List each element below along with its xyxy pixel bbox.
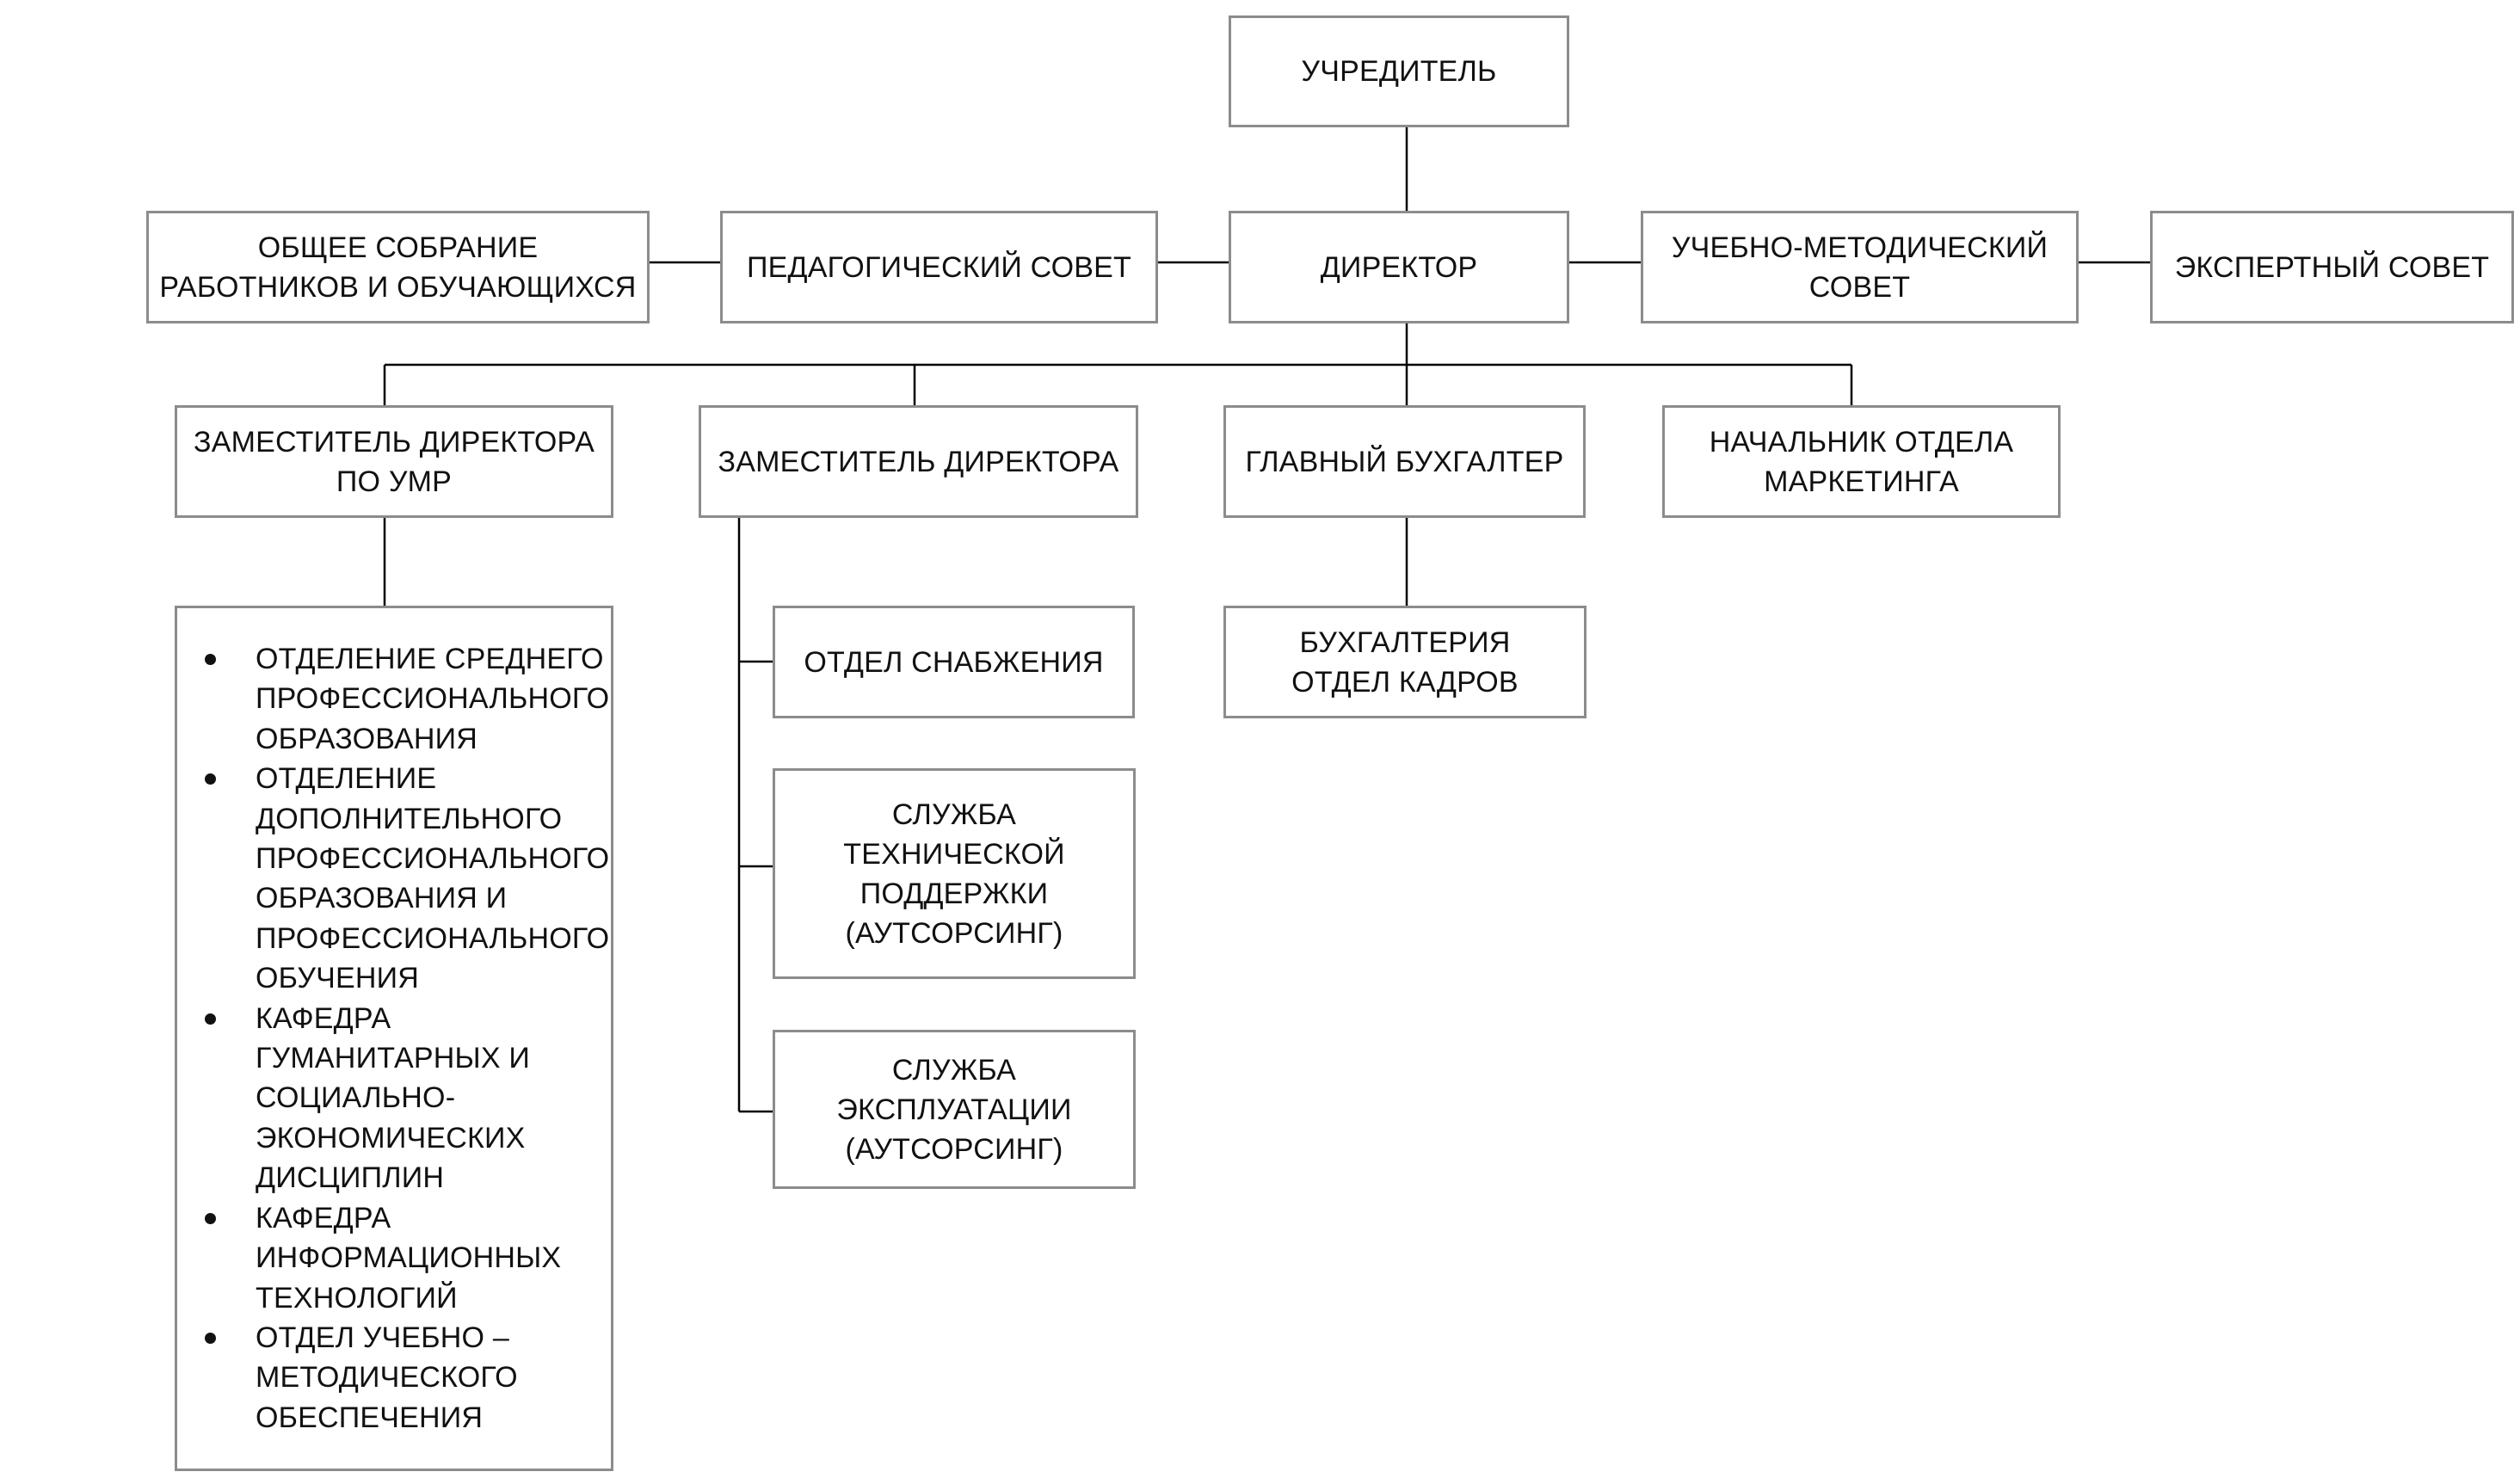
supply-box: ОТДЕЛ СНАБЖЕНИЯ (773, 606, 1135, 718)
bullet-icon (205, 1013, 216, 1025)
general-meeting-label: ОБЩЕЕ СОБРАНИЕ РАБОТНИКОВ И ОБУЧАЮЩИХСЯ (159, 231, 637, 304)
chief-accountant-label: ГЛАВНЫЙ БУХГАЛТЕР (1245, 445, 1564, 478)
list-item: ОТДЕЛ УЧЕБНО – МЕТОДИЧЕСКОГО ОБЕСПЕЧЕНИЯ (177, 1318, 609, 1438)
general-meeting-box: ОБЩЕЕ СОБРАНИЕ РАБОТНИКОВ И ОБУЧАЮЩИХСЯ (146, 211, 650, 323)
bullet-icon (205, 1332, 216, 1344)
founder-label: УЧРЕДИТЕЛЬ (1301, 55, 1497, 88)
list-item: ОТДЕЛЕНИЕ СРЕДНЕГО ПРОФЕССИОНАЛЬНОГО ОБР… (177, 639, 609, 759)
marketing-head-box: НАЧАЛЬНИК ОТДЕЛА МАРКЕТИНГА (1662, 405, 2061, 518)
umr-units-box: ОТДЕЛЕНИЕ СРЕДНЕГО ПРОФЕССИОНАЛЬНОГО ОБР… (175, 606, 613, 1471)
list-item: ОТДЕЛЕНИЕ ДОПОЛНИТЕЛЬНОГО ПРОФЕССИОНАЛЬН… (177, 759, 609, 998)
ped-council-box: ПЕДАГОГИЧЕСКИЙ СОВЕТ (720, 211, 1158, 323)
umr-unit-text: КАФЕДРА ГУМАНИТАРНЫХ И СОЦИАЛЬНО- ЭКОНОМ… (256, 1001, 531, 1195)
list-item: КАФЕДРА ИНФОРМАЦИОННЫХ ТЕХНОЛОГИЙ (177, 1198, 609, 1318)
umr-unit-text: ОТДЕЛ УЧЕБНО – МЕТОДИЧЕСКОГО ОБЕСПЕЧЕНИЯ (256, 1321, 518, 1434)
method-council-box: УЧЕБНО-МЕТОДИЧЕСКИЙ СОВЕТ (1641, 211, 2079, 323)
operations-box: СЛУЖБА ЭКСПЛУАТАЦИИ (АУТСОРСИНГ) (773, 1030, 1136, 1189)
deputy-umr-label: ЗАМЕСТИТЕЛЬ ДИРЕКТОРА ПО УМР (194, 425, 595, 498)
bullet-icon (205, 773, 216, 785)
operations-label: СЛУЖБА ЭКСПЛУАТАЦИИ (АУТСОРСИНГ) (836, 1053, 1072, 1166)
deputy-umr-box: ЗАМЕСТИТЕЛЬ ДИРЕКТОРА ПО УМР (175, 405, 613, 518)
expert-council-box: ЭКСПЕРТНЫЙ СОВЕТ (2150, 211, 2514, 323)
director-box: ДИРЕКТОР (1229, 211, 1569, 323)
list-item: КАФЕДРА ГУМАНИТАРНЫХ И СОЦИАЛЬНО- ЭКОНОМ… (177, 999, 609, 1198)
supply-label: ОТДЕЛ СНАБЖЕНИЯ (804, 645, 1104, 679)
ped-council-label: ПЕДАГОГИЧЕСКИЙ СОВЕТ (746, 250, 1131, 284)
bullet-icon (205, 654, 216, 665)
tech-support-label: СЛУЖБА ТЕХНИЧЕСКОЙ ПОДДЕРЖКИ (АУТСОРСИНГ… (843, 798, 1065, 950)
umr-unit-text: ОТДЕЛЕНИЕ СРЕДНЕГО ПРОФЕССИОНАЛЬНОГО ОБР… (256, 643, 610, 755)
founder-box: УЧРЕДИТЕЛЬ (1229, 15, 1569, 127)
umr-unit-text: ОТДЕЛЕНИЕ ДОПОЛНИТЕЛЬНОГО ПРОФЕССИОНАЛЬН… (256, 762, 610, 995)
expert-council-label: ЭКСПЕРТНЫЙ СОВЕТ (2174, 250, 2490, 284)
accounting-hr-box: БУХГАЛТЕРИЯ ОТДЕЛ КАДРОВ (1223, 606, 1587, 718)
umr-unit-text: КАФЕДРА ИНФОРМАЦИОННЫХ ТЕХНОЛОГИЙ (256, 1201, 562, 1315)
director-label: ДИРЕКТОР (1320, 250, 1478, 284)
method-council-label: УЧЕБНО-МЕТОДИЧЕСКИЙ СОВЕТ (1671, 231, 2049, 304)
marketing-head-label: НАЧАЛЬНИК ОТДЕЛА МАРКЕТИНГА (1709, 425, 2014, 498)
tech-support-box: СЛУЖБА ТЕХНИЧЕСКОЙ ПОДДЕРЖКИ (АУТСОРСИНГ… (773, 768, 1136, 979)
accounting-hr-label: БУХГАЛТЕРИЯ ОТДЕЛ КАДРОВ (1291, 625, 1519, 699)
deputy-box: ЗАМЕСТИТЕЛЬ ДИРЕКТОРА (699, 405, 1138, 518)
deputy-label: ЗАМЕСТИТЕЛЬ ДИРЕКТОРА (718, 445, 1119, 478)
bullet-icon (205, 1212, 216, 1224)
umr-units-list: ОТДЕЛЕНИЕ СРЕДНЕГО ПРОФЕССИОНАЛЬНОГО ОБР… (177, 639, 609, 1438)
chief-accountant-box: ГЛАВНЫЙ БУХГАЛТЕР (1223, 405, 1586, 518)
